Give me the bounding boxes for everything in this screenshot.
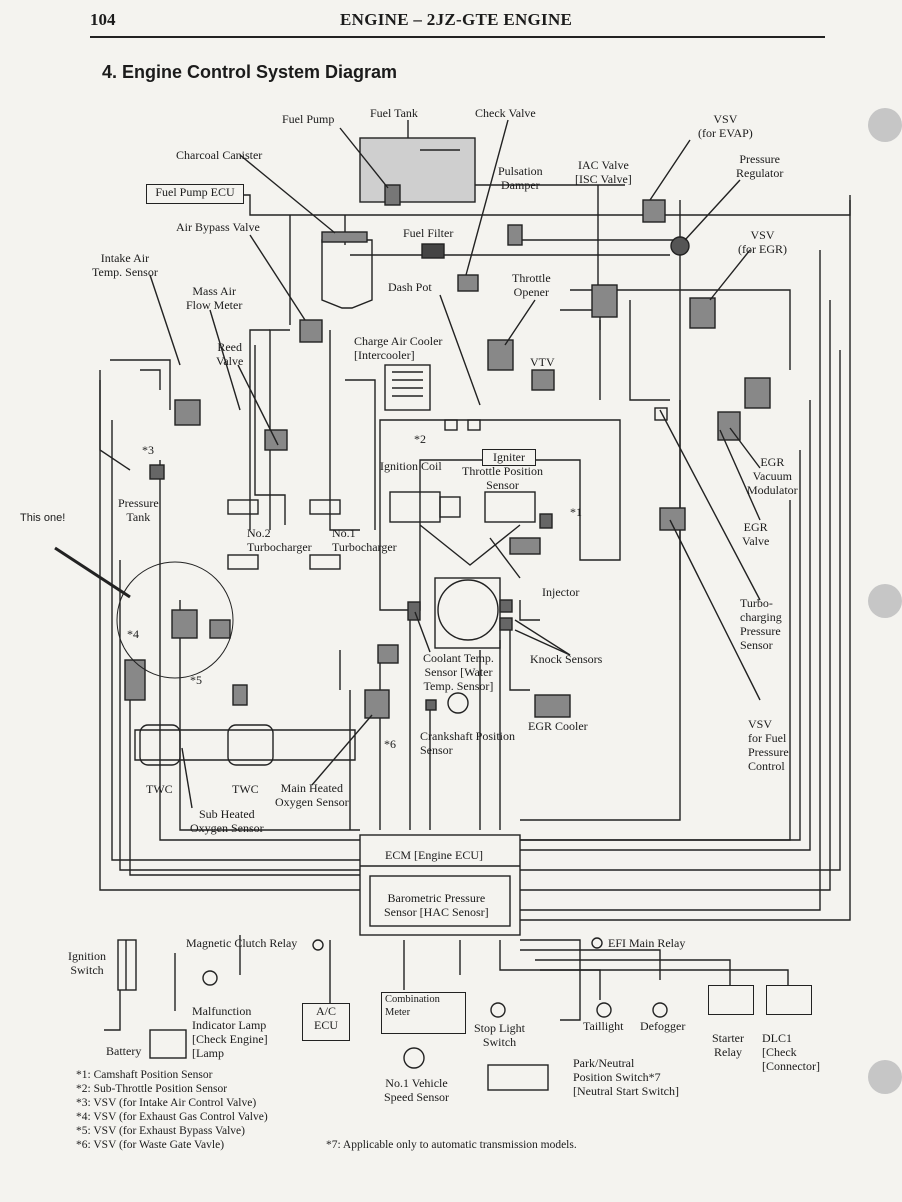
footnote-6: *6: VSV (for Waste Gate Vavle) bbox=[76, 1139, 225, 1151]
turbo-pressure-sensor-label: Turbo- charging Pressure Sensor bbox=[740, 596, 782, 652]
fuel-filter-label: Fuel Filter bbox=[403, 226, 454, 240]
igniter-box: Igniter bbox=[482, 449, 536, 466]
taillight-label: Taillight bbox=[583, 1019, 624, 1033]
starter-relay-box bbox=[708, 985, 754, 1015]
footnote-4: *4: VSV (for Exhaust Gas Control Valve) bbox=[76, 1111, 268, 1123]
twc-label-2: TWC bbox=[232, 782, 259, 796]
vsv-evap-label: VSV (for EVAP) bbox=[698, 112, 753, 140]
page-title: 4. Engine Control System Diagram bbox=[102, 62, 398, 82]
egr-vacuum-modulator-label: EGR Vacuum Modulator bbox=[747, 455, 798, 497]
combination-meter-box: Combination Meter bbox=[381, 992, 466, 1034]
throttle-position-label: Throttle Position Sensor bbox=[462, 464, 543, 492]
footnote-marker-6: *6 bbox=[384, 737, 396, 751]
footnote-5: *5: VSV (for Exhaust Bypass Valve) bbox=[76, 1125, 245, 1137]
malfunction-indicator-label: Malfunction Indicator Lamp [Check Engine… bbox=[192, 1004, 268, 1060]
egr-cooler-label: EGR Cooler bbox=[528, 719, 588, 733]
ac-ecu-box: A/C ECU bbox=[302, 1003, 350, 1041]
stop-light-switch-label: Stop Light Switch bbox=[474, 1021, 526, 1049]
throttle-opener-label: Throttle Opener bbox=[512, 271, 551, 299]
dash-pot-label: Dash Pot bbox=[388, 280, 432, 294]
binder-hole-bottom bbox=[868, 1060, 902, 1094]
defogger-label: Defogger bbox=[640, 1019, 686, 1033]
footnote-marker-4: *4 bbox=[127, 627, 139, 641]
footnote-3: *3: VSV (for Intake Air Control Valve) bbox=[76, 1097, 257, 1109]
header-rule bbox=[90, 36, 825, 38]
intake-air-temp-label: Intake Air Temp. Sensor bbox=[92, 251, 158, 279]
ignition-switch-label: Ignition Switch bbox=[68, 949, 106, 977]
reed-valve-label: Reed Valve bbox=[216, 340, 244, 368]
footnote-marker-3: *3 bbox=[142, 443, 154, 457]
fuel-pump-ecu-box: Fuel Pump ECU bbox=[146, 184, 244, 204]
efi-main-relay-label: EFI Main Relay bbox=[608, 936, 686, 950]
iac-valve-label: IAC Valve [ISC Valve] bbox=[575, 158, 632, 186]
magnetic-clutch-relay-label: Magnetic Clutch Relay bbox=[186, 936, 298, 950]
fuel-tank-label: Fuel Tank bbox=[370, 106, 418, 120]
check-valve-label: Check Valve bbox=[475, 106, 536, 120]
battery-label: Battery bbox=[106, 1044, 142, 1058]
binder-hole-middle bbox=[868, 584, 902, 618]
park-neutral-switch-label: Park/Neutral Position Switch*7 [Neutral … bbox=[573, 1056, 679, 1098]
dlc1-box bbox=[766, 985, 812, 1015]
ecm-label: ECM [Engine ECU] bbox=[385, 848, 483, 862]
footnote-marker-1: *1 bbox=[570, 505, 582, 519]
pulsation-damper-label: Pulsation Damper bbox=[498, 164, 543, 192]
ignition-coil-label: Ignition Coil bbox=[380, 459, 442, 473]
page-number: 104 bbox=[90, 10, 116, 29]
this-one-annotation: This one! bbox=[20, 512, 66, 524]
footnote-marker-5: *5 bbox=[190, 673, 202, 687]
no2-turbocharger-label: No.2 Turbocharger bbox=[247, 526, 312, 554]
vsv-egr-label: VSV (for EGR) bbox=[738, 228, 787, 256]
dlc1-label: DLC1 [Check [Connector] bbox=[762, 1031, 820, 1073]
pressure-tank-label: Pressure Tank bbox=[118, 496, 159, 524]
charcoal-canister-label: Charcoal Canister bbox=[176, 148, 263, 162]
injector-label: Injector bbox=[542, 585, 580, 599]
footnote-7: *7: Applicable only to automatic transmi… bbox=[326, 1139, 577, 1151]
starter-relay-label: Starter Relay bbox=[712, 1031, 744, 1059]
section-header: ENGINE – 2JZ-GTE ENGINE bbox=[340, 10, 573, 29]
coolant-temp-sensor-label: Coolant Temp. Sensor [Water Temp. Sensor… bbox=[423, 651, 494, 693]
vehicle-speed-sensor-label: No.1 Vehicle Speed Sensor bbox=[384, 1076, 449, 1104]
mass-air-flow-label: Mass Air Flow Meter bbox=[186, 284, 243, 312]
knock-sensors-label: Knock Sensors bbox=[530, 652, 603, 666]
crankshaft-position-label: Crankshaft Position Sensor bbox=[420, 729, 515, 757]
no1-turbocharger-label: No.1 Turbocharger bbox=[332, 526, 397, 554]
footnote-1: *1: Camshaft Position Sensor bbox=[76, 1069, 213, 1081]
main-heated-oxygen-label: Main Heated Oxygen Sensor bbox=[275, 781, 349, 809]
air-bypass-valve-label: Air Bypass Valve bbox=[176, 220, 260, 234]
vtv-label: VTV bbox=[530, 355, 555, 369]
footnote-marker-2: *2 bbox=[414, 432, 426, 446]
barometric-pressure-label: Barometric Pressure Sensor [HAC Senosr] bbox=[384, 891, 489, 919]
vsv-fuel-pressure-label: VSV for Fuel Pressure Control bbox=[748, 717, 789, 773]
pressure-regulator-label: Pressure Regulator bbox=[736, 152, 784, 180]
footnote-2: *2: Sub-Throttle Position Sensor bbox=[76, 1083, 228, 1095]
egr-valve-label: EGR Valve bbox=[742, 520, 770, 548]
twc-label-1: TWC bbox=[146, 782, 173, 796]
fuel-pump-label: Fuel Pump bbox=[282, 112, 335, 126]
sub-heated-oxygen-label: Sub Heated Oxygen Sensor bbox=[190, 807, 264, 835]
charge-air-cooler-label: Charge Air Cooler [Intercooler] bbox=[354, 334, 443, 362]
binder-hole-top bbox=[868, 108, 902, 142]
